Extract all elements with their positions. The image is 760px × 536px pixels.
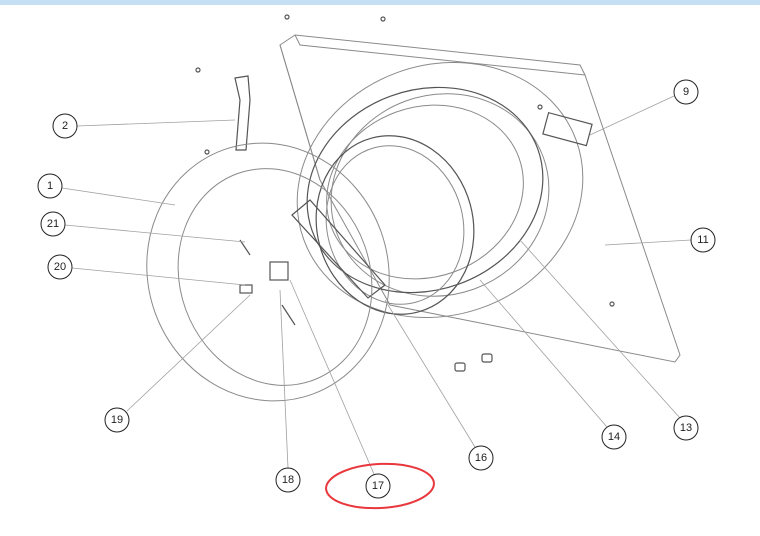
front-panel-part-11 — [279, 34, 681, 363]
callout-13: 13 — [673, 415, 699, 441]
leader-lines — [61, 95, 692, 475]
svg-text:17: 17 — [372, 480, 384, 492]
callout-20: 20 — [47, 254, 73, 280]
callout-14: 14 — [601, 424, 627, 450]
hinge-part-2 — [234, 75, 251, 151]
callout-21: 21 — [40, 211, 66, 237]
door-lock-part-9 — [542, 111, 593, 147]
svg-text:1: 1 — [47, 180, 53, 192]
svg-text:16: 16 — [475, 452, 487, 464]
svg-text:19: 19 — [111, 414, 123, 426]
door-part-1 — [146, 142, 390, 402]
top-accent-bar — [0, 0, 760, 5]
callout-9: 9 — [673, 79, 699, 105]
inner-ring-part-16 — [291, 135, 475, 315]
callout-2: 2 — [52, 113, 78, 139]
svg-text:20: 20 — [54, 261, 66, 273]
highlight-ellipse-17 — [325, 462, 435, 510]
svg-text:21: 21 — [47, 218, 59, 230]
svg-text:2: 2 — [62, 120, 68, 132]
svg-text:13: 13 — [680, 422, 692, 434]
screws — [195, 14, 615, 372]
callout-18: 18 — [275, 467, 301, 493]
tub-ring-part-13 — [296, 61, 584, 319]
svg-text:9: 9 — [683, 86, 689, 98]
callout-1: 1 — [37, 173, 63, 199]
callout-16: 16 — [468, 445, 494, 471]
svg-text:14: 14 — [608, 431, 620, 443]
svg-text:18: 18 — [282, 474, 294, 486]
callout-17: 17 — [365, 473, 391, 499]
callout-19: 19 — [104, 407, 130, 433]
svg-text:11: 11 — [697, 234, 708, 246]
callout-11: 11 — [690, 227, 716, 253]
